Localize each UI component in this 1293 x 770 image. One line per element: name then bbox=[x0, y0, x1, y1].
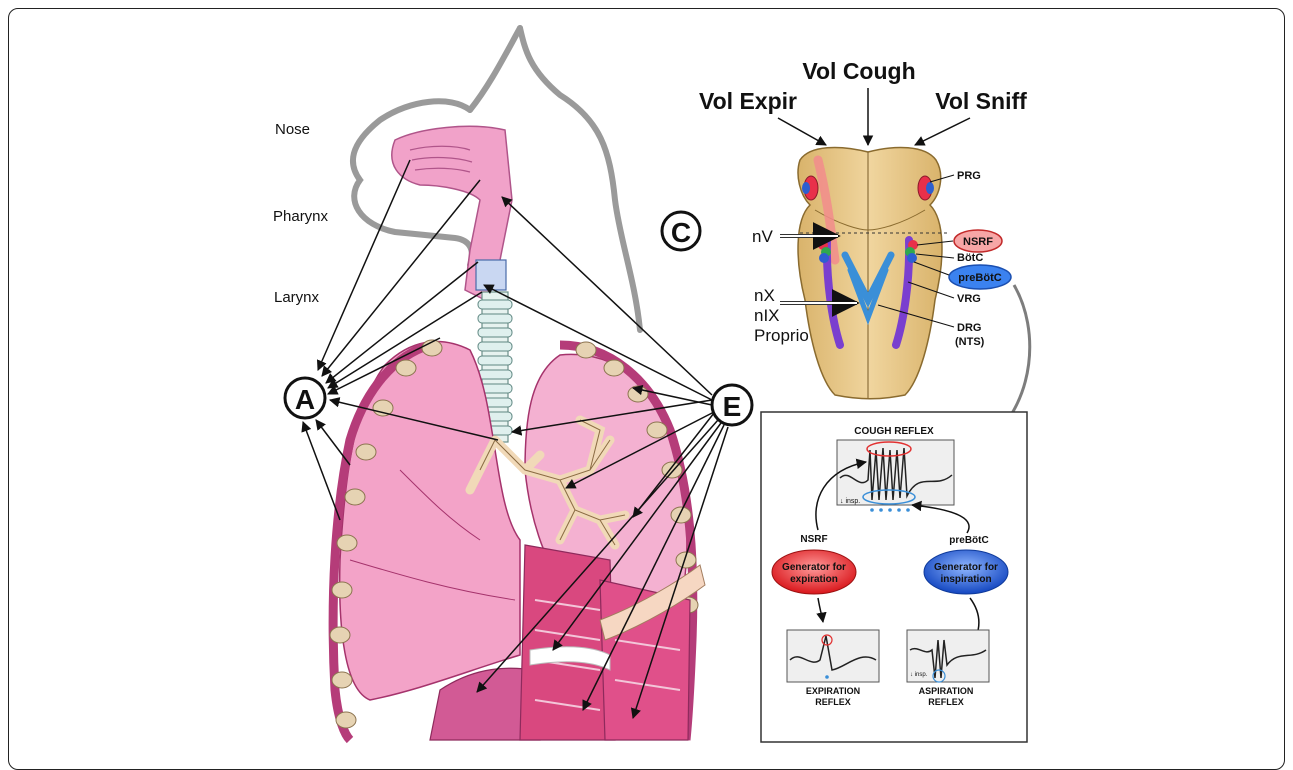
expiration-label-2: REFLEX bbox=[815, 697, 851, 707]
botc-label: BötC bbox=[957, 252, 983, 264]
trachea-ring bbox=[478, 328, 512, 337]
rib-cross-section bbox=[345, 489, 365, 505]
gen-exp-line2: expiration bbox=[790, 574, 838, 585]
head-top bbox=[470, 28, 520, 110]
gen-exp-line1: Generator for bbox=[782, 562, 846, 573]
vol-cough-label: Vol Cough bbox=[802, 58, 915, 84]
node-a: A bbox=[285, 378, 325, 418]
proprio-label: Proprio bbox=[754, 326, 809, 345]
rib-cross-section bbox=[604, 360, 624, 376]
nsrf-badge: NSRF bbox=[954, 230, 1002, 252]
node-a-label: A bbox=[295, 384, 315, 415]
node-e: E bbox=[712, 385, 752, 425]
generator-expiration: Generator for expiration bbox=[772, 550, 856, 594]
node-c-label: C bbox=[671, 217, 691, 248]
rib-cross-section bbox=[330, 627, 350, 643]
trachea-ring bbox=[478, 300, 512, 309]
aspiration-insp-marker: ↓ insp. bbox=[910, 672, 928, 678]
node-c: C bbox=[662, 212, 700, 250]
trachea-ring bbox=[478, 356, 512, 365]
gen-insp-line1: Generator for bbox=[934, 562, 998, 573]
node-e-label: E bbox=[723, 391, 742, 422]
aspiration-label-2: REFLEX bbox=[928, 697, 964, 707]
figure-canvas: Nose Pharynx Larynx A E bbox=[0, 0, 1293, 751]
prebotc-panel-label: preBötC bbox=[949, 535, 988, 546]
respiratory-anatomy bbox=[330, 28, 705, 740]
nx-label: nX bbox=[754, 286, 775, 305]
generator-inspiration: Generator for inspiration bbox=[924, 550, 1008, 594]
cough-reflex-title: COUGH REFLEX bbox=[854, 426, 934, 437]
pharynx-label: Pharynx bbox=[273, 208, 329, 225]
vol-expir-label: Vol Expir bbox=[699, 88, 797, 114]
rib-cross-section bbox=[671, 507, 691, 523]
trachea-ring bbox=[478, 314, 512, 323]
nix-label: nIX bbox=[754, 306, 780, 325]
rib-cross-section bbox=[647, 422, 667, 438]
abdominal-muscle bbox=[520, 545, 615, 740]
brainstem bbox=[798, 147, 950, 398]
aspiration-label-1: ASPIRATION bbox=[919, 686, 974, 696]
reflex-panel: COUGH REFLEX ↓ insp. NSRF preBötC Genera… bbox=[761, 412, 1027, 742]
nose-label: Nose bbox=[275, 121, 310, 138]
vrg-label: VRG bbox=[957, 293, 981, 305]
expiration-label-1: EXPIRATION bbox=[806, 686, 860, 696]
nts-label: (NTS) bbox=[955, 336, 985, 348]
nsrf-panel-label: NSRF bbox=[800, 534, 827, 545]
rib-cross-section bbox=[576, 342, 596, 358]
prg-label: PRG bbox=[957, 170, 981, 182]
prebotc-badge: preBötC bbox=[949, 265, 1011, 289]
diagram-svg: Nose Pharynx Larynx A E bbox=[0, 0, 1293, 751]
nsrf-label: NSRF bbox=[963, 236, 993, 248]
cough-insp-marker: ↓ insp. bbox=[840, 498, 860, 505]
rib-cross-section bbox=[337, 535, 357, 551]
trachea-ring bbox=[478, 342, 512, 351]
rib-cross-section bbox=[336, 712, 356, 728]
vol-sniff-label: Vol Sniff bbox=[935, 88, 1027, 114]
rib-cross-section bbox=[332, 582, 352, 598]
prebotc-label: preBötC bbox=[958, 272, 1001, 284]
trachea-ring bbox=[478, 370, 512, 379]
rib-cross-section bbox=[396, 360, 416, 376]
gen-insp-line2: inspiration bbox=[940, 574, 991, 585]
larynx-label: Larynx bbox=[274, 289, 320, 306]
rib-cross-section bbox=[332, 672, 352, 688]
drg-label: DRG bbox=[957, 322, 981, 334]
nv-label: nV bbox=[752, 227, 773, 246]
rib-cross-section bbox=[356, 444, 376, 460]
